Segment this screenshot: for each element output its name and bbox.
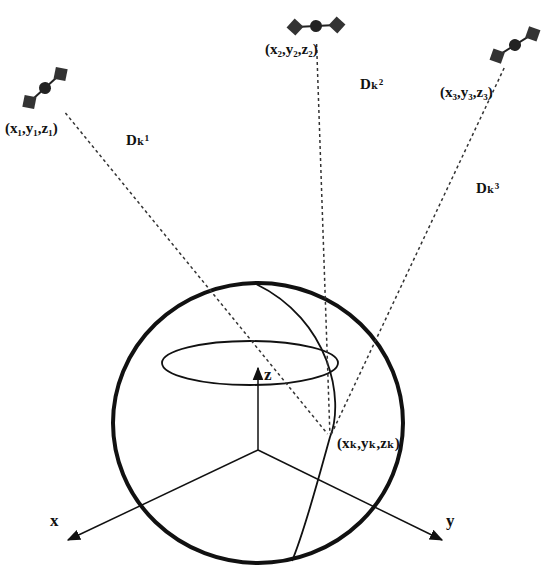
- earth-sphere: [113, 283, 403, 563]
- satellite: (x₃,y₃,z₃): [487, 22, 543, 68]
- y-axis: [258, 450, 442, 540]
- coordinate-label: (xₖ,yₖ,zₖ): [337, 435, 400, 452]
- range-line: [331, 68, 504, 434]
- satellite-icon: [281, 8, 351, 44]
- axis-label: x: [50, 512, 59, 531]
- coordinate-label: (x₂,y₂,z₂): [265, 41, 318, 58]
- satellite-icon: [487, 22, 543, 68]
- latitude-circle: [162, 341, 338, 385]
- coordinate-label: (x₃,y₃,z₃): [440, 84, 493, 101]
- x-axis: [68, 450, 258, 540]
- range-line: [65, 113, 327, 434]
- distance-label: Dₖ¹: [124, 132, 151, 149]
- distance-label: Dₖ³: [474, 180, 501, 197]
- distance-label: Dₖ²: [358, 76, 385, 93]
- z-axis: [257, 368, 259, 450]
- axis-label: y: [446, 512, 455, 531]
- satellite: (x₁,y₁,z₁): [17, 63, 73, 113]
- range-line: [317, 44, 330, 434]
- axis-label: z: [264, 366, 272, 385]
- coordinate-label: (x₁,y₁,z₁): [5, 120, 58, 137]
- satellite-icon: [17, 63, 73, 113]
- satellite: (x₂,y₂,z₂): [281, 8, 351, 44]
- meridian-line: [256, 284, 335, 561]
- receiver-point: (xₖ,yₖ,zₖ): [327, 434, 333, 440]
